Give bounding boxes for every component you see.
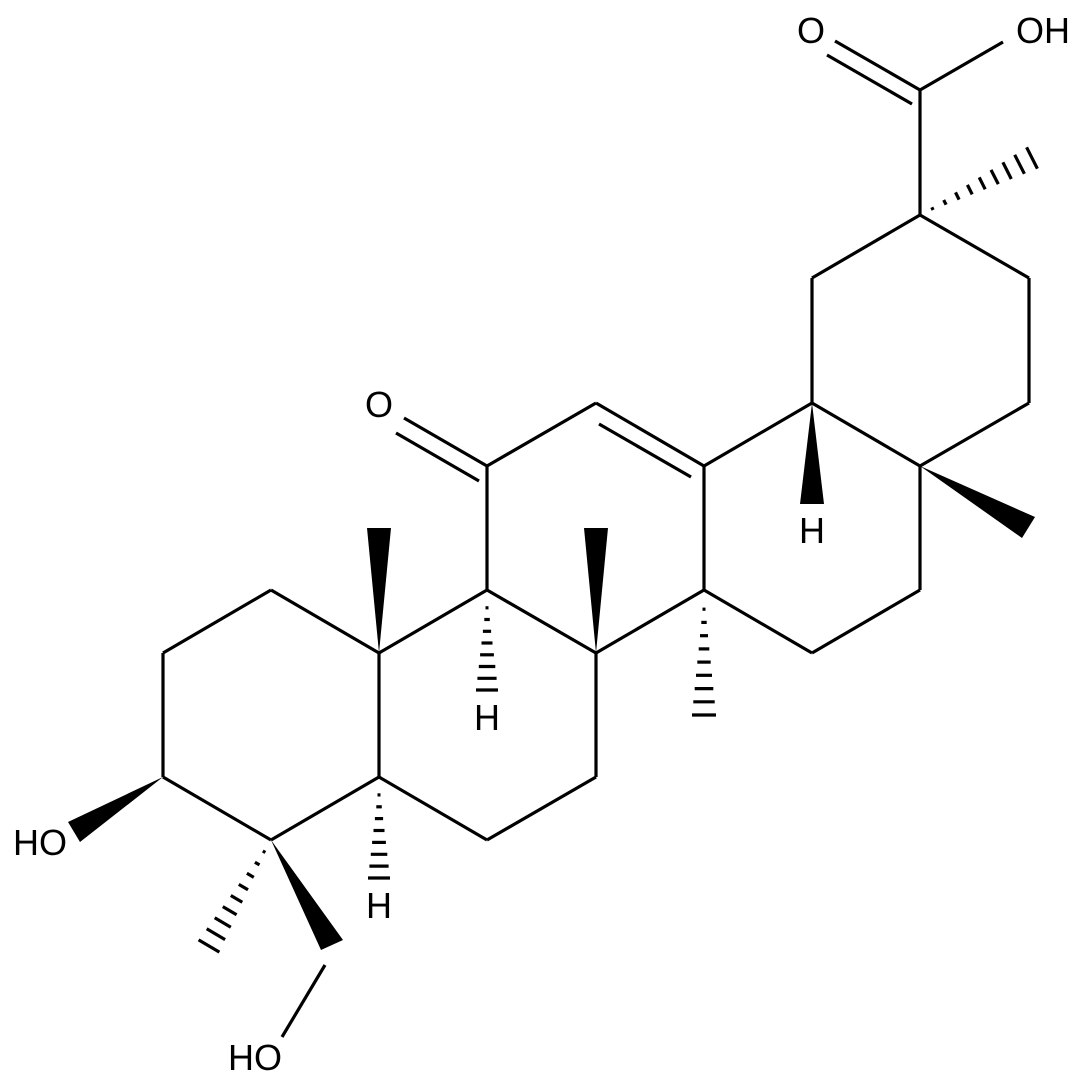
ring-e xyxy=(810,213,1031,468)
c4-methyl-hash xyxy=(197,849,267,954)
c4-ch2-wedge xyxy=(271,840,343,950)
hashed-bonds xyxy=(197,146,1039,954)
c5-h-hash xyxy=(368,793,390,880)
ring-a xyxy=(161,588,381,842)
atom-labels: O O OH HO HO H H H xyxy=(13,10,1070,1078)
c3-oh-wedge xyxy=(68,777,163,842)
acid-carbonyl-oxygen-label: O xyxy=(797,10,825,51)
wedge-bonds xyxy=(68,403,1035,950)
c14-methyl-hash xyxy=(692,607,716,717)
c9-hydrogen-label: H xyxy=(474,697,500,738)
c20-acid-methyl-hash xyxy=(930,146,1039,211)
ring-d xyxy=(703,401,922,655)
primary-hydroxyl-label: HO xyxy=(228,1037,282,1078)
c3-hydroxyl-label: HO xyxy=(13,822,67,863)
c20-methyl-wedge xyxy=(920,466,1035,538)
c18-h-wedge xyxy=(800,403,824,504)
c8-methyl-wedge xyxy=(584,528,608,653)
ketone-double-bond xyxy=(395,416,488,483)
c9-h-hash xyxy=(476,606,498,692)
acid-hydroxyl-label: OH xyxy=(1016,10,1070,51)
hydroxymethyl-group xyxy=(280,964,327,1038)
c10-methyl-wedge xyxy=(367,528,391,653)
ketone-oxygen-label: O xyxy=(365,384,393,425)
ring-b xyxy=(378,588,598,842)
c18-hydrogen-label: H xyxy=(799,510,825,551)
ring-c xyxy=(485,401,706,655)
carboxylic-acid-group xyxy=(826,39,1004,215)
c5-hydrogen-label: H xyxy=(366,885,392,926)
